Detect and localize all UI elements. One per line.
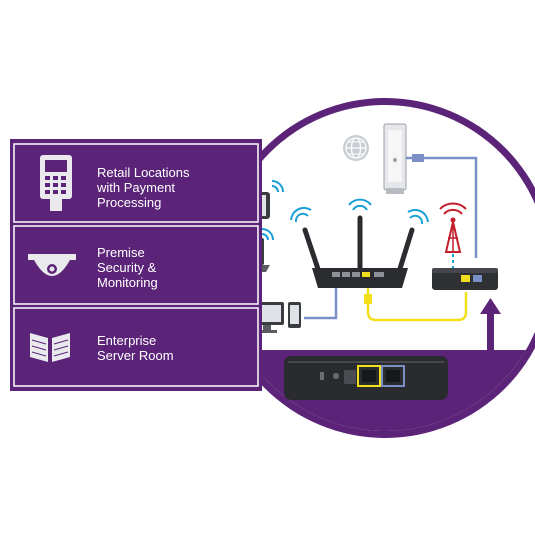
lte-extender (432, 268, 498, 290)
phone (288, 302, 301, 328)
cable-router-to-monitor (304, 288, 338, 320)
globe-icon (343, 135, 369, 161)
cable-connector-yellow (364, 294, 372, 304)
use-case-label-retail: Retail Locations with Payment Processing (96, 165, 193, 210)
arrow-up-icon (480, 298, 501, 360)
router (302, 215, 415, 288)
use-case-row-box (13, 225, 259, 305)
wifi-router-icons (290, 198, 429, 225)
server-rack-icon (30, 333, 70, 362)
use-case-row-box (13, 307, 259, 387)
wifi-tablet-icon (271, 180, 284, 193)
use-case-row-box (13, 143, 259, 223)
use-case-label-server: Enterprise Server Room (97, 333, 174, 363)
cable-router-to-extender-yellow (366, 288, 468, 322)
use-case-label-security: Premise Security & Monitoring (97, 245, 160, 290)
security-camera-icon (28, 254, 76, 276)
wifi-laptop-icon (261, 228, 274, 241)
cable-connector-modem (412, 154, 424, 162)
modem-tower (383, 123, 407, 194)
lte-device-closeup (284, 356, 448, 400)
payment-terminal-icon (40, 155, 72, 211)
cell-tower-icon (439, 202, 467, 253)
cable-modem-to-extender (406, 156, 478, 258)
